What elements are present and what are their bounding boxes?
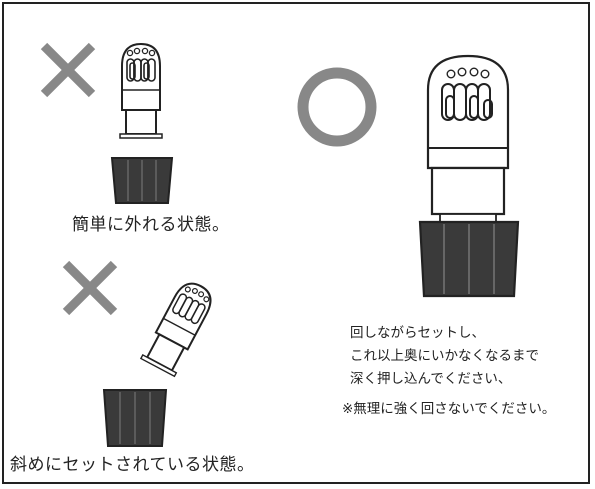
circle-mark-icon xyxy=(297,67,377,147)
cross-mark-icon xyxy=(40,42,96,98)
caution-note: ※無理に強く回さないでください。 xyxy=(342,401,556,417)
instruction-frame: 簡単に外れる状態。 xyxy=(2,2,590,484)
tilted-caption: 斜めにセットされている状態。 xyxy=(10,455,255,475)
adapter-correct-illustration xyxy=(418,54,520,298)
cross-mark-icon xyxy=(62,260,118,316)
instruction-line: 回しながらセットし、 xyxy=(350,325,485,341)
instruction-text: 回しながらセットし、 これ以上奥にいかなくなるまで 深く押し込んでください、 xyxy=(350,322,539,391)
loose-caption: 簡単に外れる状態。 xyxy=(72,215,230,235)
adapter-loose-illustration xyxy=(110,42,174,204)
instruction-line: 深く押し込んでください、 xyxy=(350,371,512,387)
instruction-line: これ以上奥にいかなくなるまで xyxy=(350,348,539,364)
adapter-tilted-illustration xyxy=(102,282,212,447)
